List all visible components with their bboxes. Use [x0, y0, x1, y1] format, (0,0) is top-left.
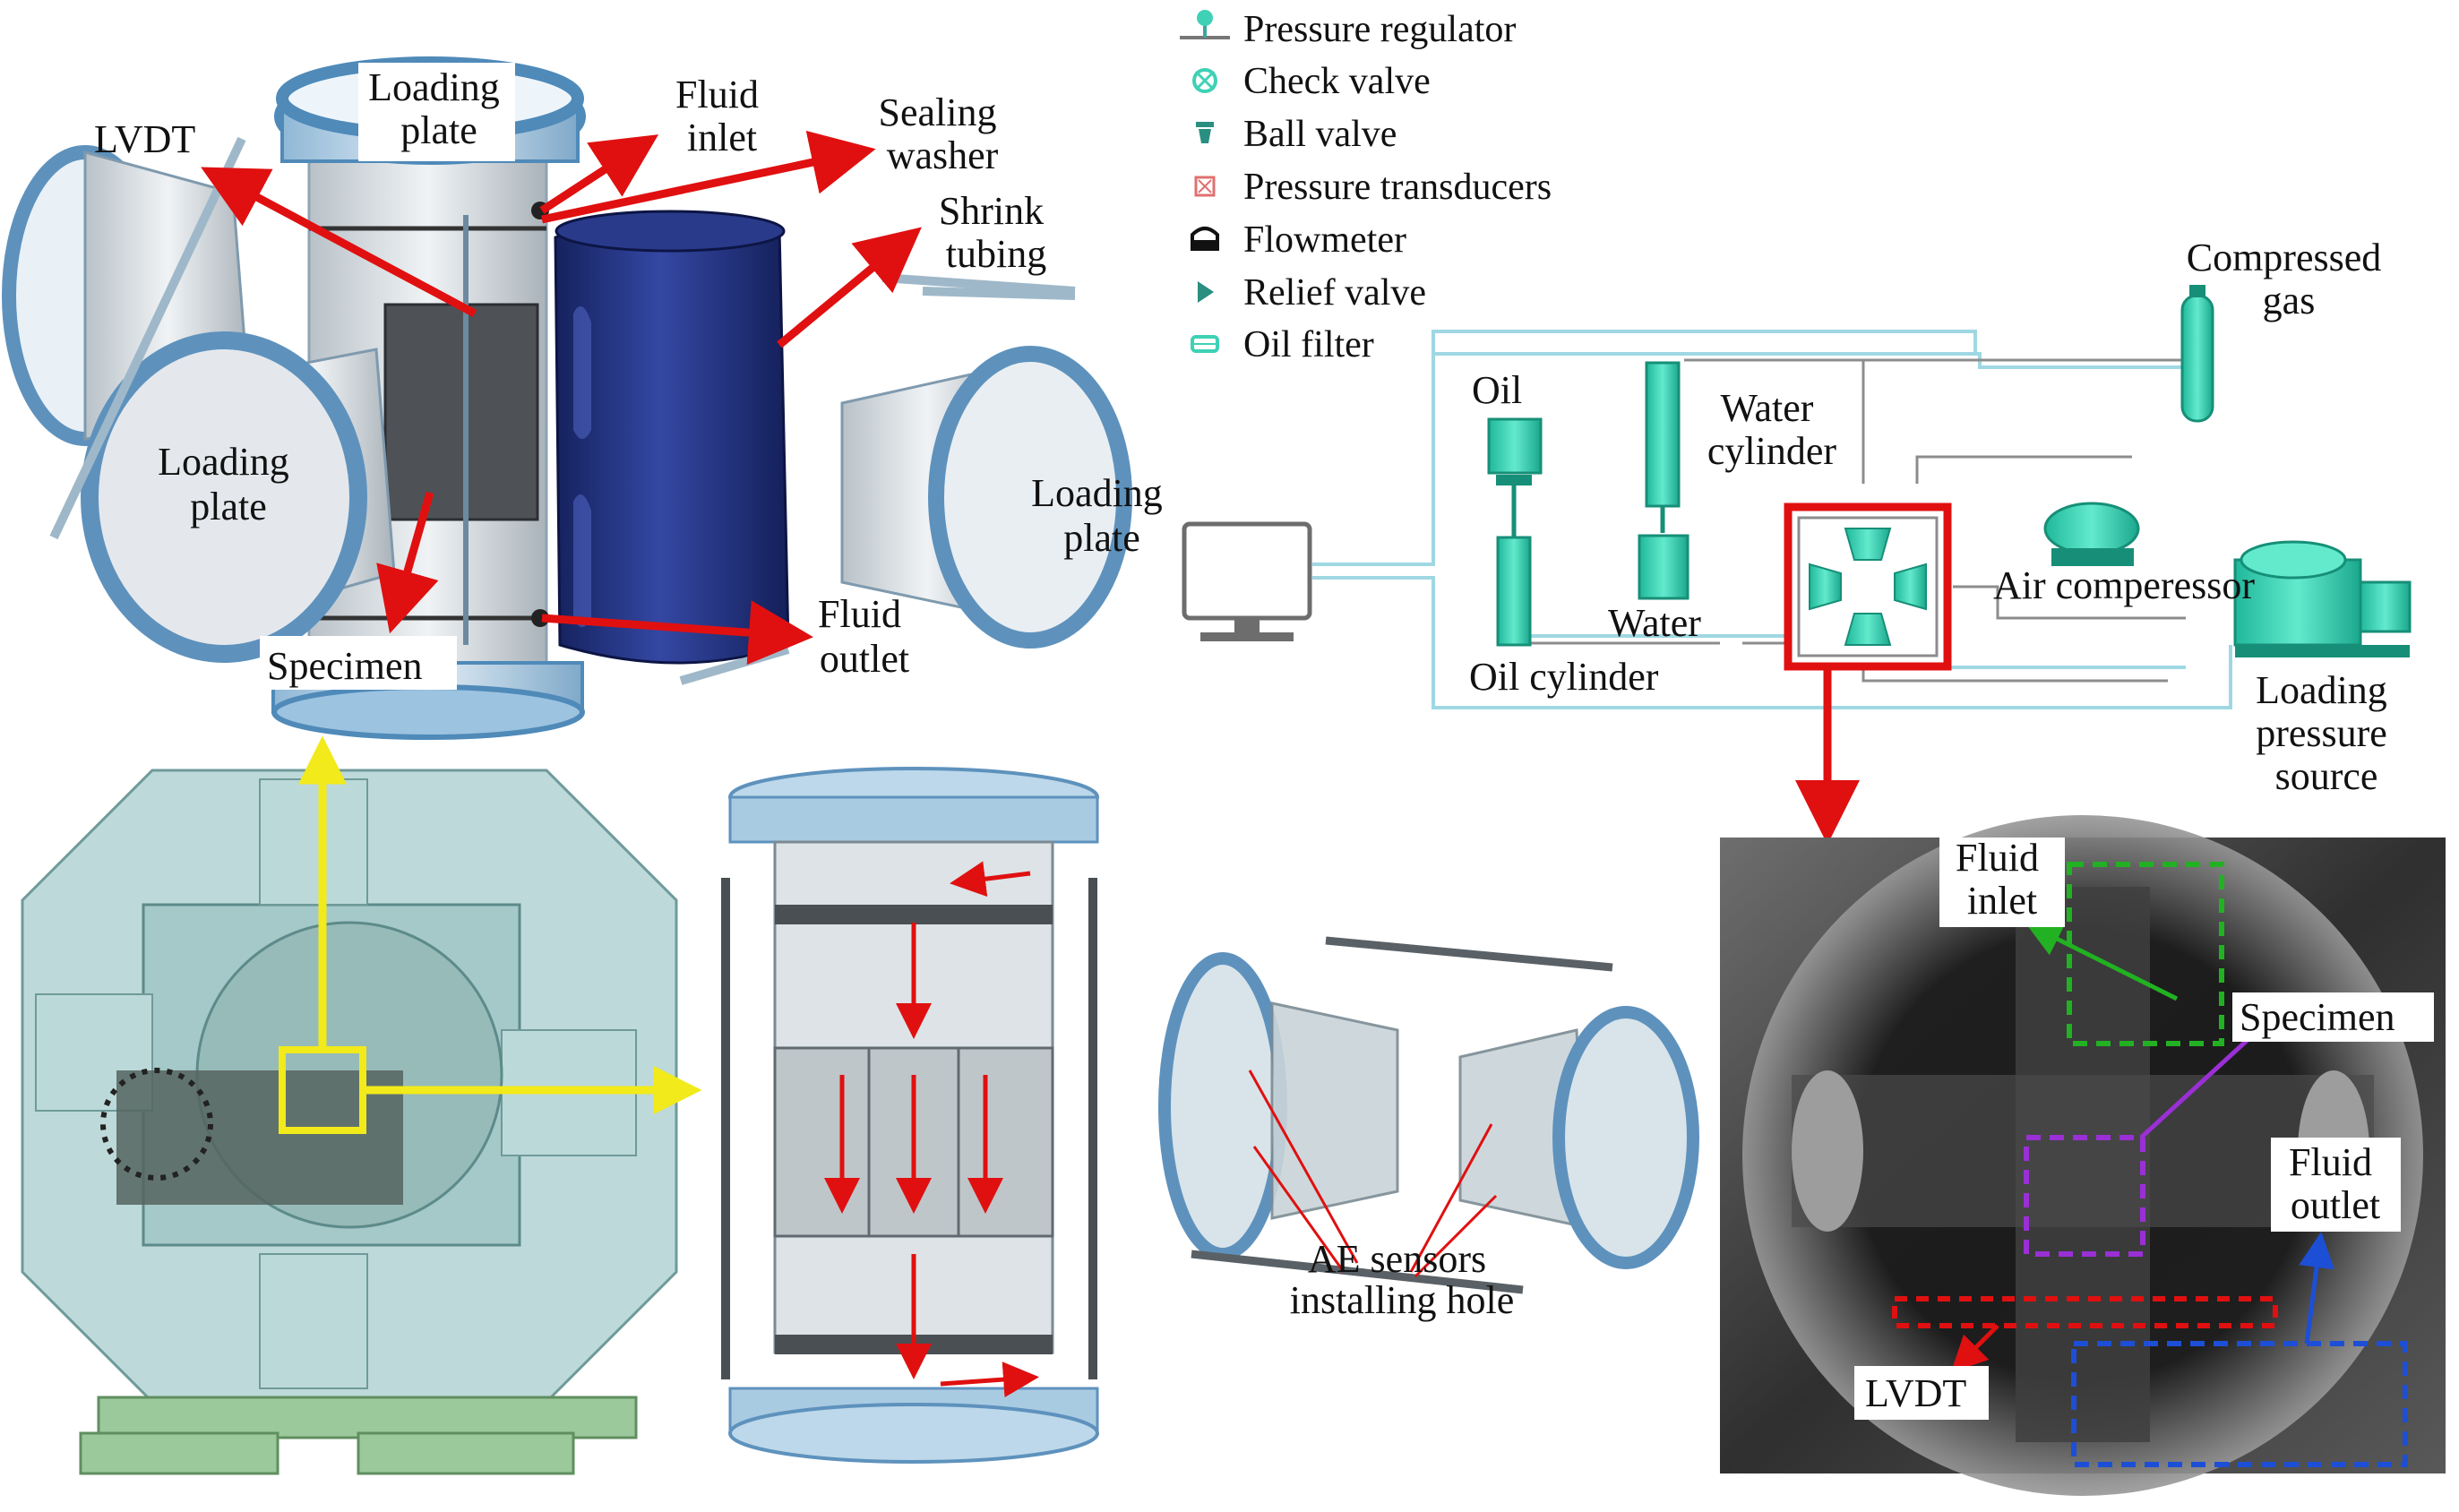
label-air-compressor: Air comperessor	[1993, 563, 2255, 607]
label-fluid-inlet: Fluid inlet	[675, 73, 769, 159]
line-photo-specimen	[2139, 1037, 2250, 1139]
oil-tank	[1487, 417, 1543, 647]
test-chamber-photo: Fluid inlet Specimen Fluid outlet LVDT	[1720, 815, 2446, 1496]
ball-valve-icon	[1196, 122, 1214, 143]
label-water-cylinder: Water cylinder	[1707, 386, 1837, 473]
relief-valve-icon	[1198, 281, 1214, 303]
label-oil-cylinder: Oil cylinder	[1469, 655, 1659, 699]
legend-item-check-valve: Check valve	[1243, 61, 1431, 102]
lvdt-box	[1892, 1296, 2278, 1328]
label-photo-fluid-inlet: Fluid inlet	[1956, 836, 2049, 923]
oil-filter-icon	[1191, 335, 1219, 353]
schematic-lines-gray	[1505, 358, 2195, 683]
arrow-fluid-outlet	[541, 600, 813, 666]
label-water: Water	[1608, 601, 1701, 645]
legend: Pressure regulator Check valve Ball valv…	[1180, 9, 1552, 365]
air-compressor	[2043, 502, 2140, 566]
label-shrink-tubing: Shrink tubing	[939, 189, 1053, 276]
right-loading-plate	[840, 346, 1132, 649]
label-lvdt: LVDT	[94, 117, 195, 161]
label-oil: Oil	[1472, 368, 1522, 412]
label-ae-sensors: AE sensors installing hole	[1290, 1237, 1515, 1322]
label-fluid-outlet: Fluid outlet	[818, 592, 911, 681]
arrow-fluid-inlet	[539, 134, 659, 214]
arrow-photo-fluid-inlet	[2025, 923, 2179, 1001]
check-valve-icon	[1192, 68, 1217, 93]
legend-item-relief-valve: Relief valve	[1243, 272, 1426, 314]
label-compressed-gas: Compressed gas	[2187, 236, 2392, 322]
label-photo-lvdt: LVDT	[1865, 1371, 1966, 1415]
exploded-view: Loading plate Fluid inlet Sealing washer…	[2, 56, 1173, 740]
arrow-shrink-tubing	[777, 227, 922, 348]
ae-sensor-leader-lines	[1248, 1070, 1498, 1278]
label-loading-plate-top: Loading plate	[368, 65, 510, 152]
flow-arrows-red	[824, 861, 1039, 1398]
flowmeter-icon	[1191, 227, 1219, 251]
arrow-specimen	[376, 491, 439, 634]
exploded-view-red-arrows	[201, 130, 922, 666]
shrink-tubing-sleeve	[554, 210, 790, 665]
compressed-gas-cylinder	[2180, 285, 2214, 423]
label-sealing-washer: Sealing washer	[879, 90, 1007, 177]
legend-item-ball-valve: Ball valve	[1243, 114, 1397, 155]
arrow-photo-fluid-outlet	[2299, 1232, 2334, 1344]
loading-column-view	[721, 767, 1099, 1464]
pressure-regulator-icon	[1180, 10, 1230, 39]
pressure-cell	[1784, 503, 1952, 671]
legend-item-flowmeter: Flowmeter	[1243, 219, 1406, 261]
label-loading-plate-right: Loading plate	[1031, 471, 1173, 560]
exploded-view-labels: Loading plate Fluid inlet Sealing washer…	[94, 63, 1173, 690]
hydraulic-schematic: Compressed gas Oil Water cylinder Water …	[1182, 236, 2412, 845]
fluid-outlet-box	[2071, 1341, 2408, 1467]
label-loading-pressure-source: Loading pressure source	[2256, 668, 2397, 798]
water-tank	[1638, 361, 1689, 600]
legend-item-oil-filter: Oil filter	[1243, 324, 1374, 365]
ae-sensor-platens-view: AE sensors installing hole	[1158, 936, 1699, 1322]
fluid-inlet-box	[2067, 862, 2224, 1046]
pressure-transducer-icon	[1194, 176, 1216, 197]
frame-highlight-box	[279, 1046, 366, 1134]
label-photo-specimen: Specimen	[2240, 995, 2395, 1039]
arrow-lvdt	[201, 167, 477, 317]
arrow-sealing-washer	[541, 130, 876, 224]
triaxial-frame-view	[21, 735, 702, 1475]
specimen-box	[2024, 1135, 2145, 1257]
front-left-loading-plate	[81, 331, 396, 663]
label-photo-fluid-outlet: Fluid outlet	[2289, 1140, 2382, 1227]
arrow-photo-lvdt	[1950, 1324, 1999, 1373]
computer-monitor-icon	[1182, 521, 1312, 641]
loading-pressure-source-pump	[2233, 540, 2412, 657]
label-loading-plate-left: Loading plate	[158, 440, 299, 528]
legend-item-pressure-transducers: Pressure transducers	[1243, 167, 1552, 208]
label-specimen: Specimen	[267, 644, 423, 688]
legend-item-pressure-regulator: Pressure regulator	[1243, 9, 1516, 50]
